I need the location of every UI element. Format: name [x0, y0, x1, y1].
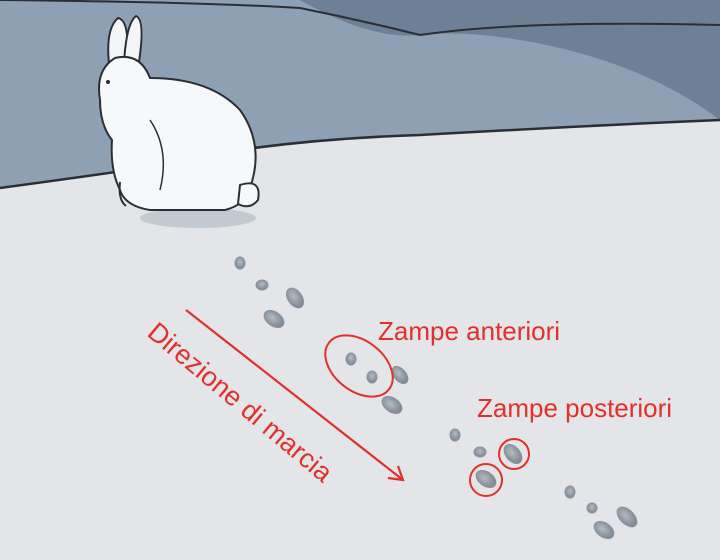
front-paws-label: Zampe anteriori — [378, 316, 561, 346]
hind-paw-circle-lower — [469, 463, 503, 497]
hind-paws-label: Zampe posteriori — [477, 393, 673, 423]
rabbit-illustration — [98, 15, 260, 228]
annotation-circles — [324, 334, 530, 497]
front-paws-circle — [324, 334, 394, 398]
hind-paw-circle-upper — [498, 438, 530, 470]
paw-print-track — [234, 256, 638, 540]
arrow-direction — [185, 309, 405, 482]
